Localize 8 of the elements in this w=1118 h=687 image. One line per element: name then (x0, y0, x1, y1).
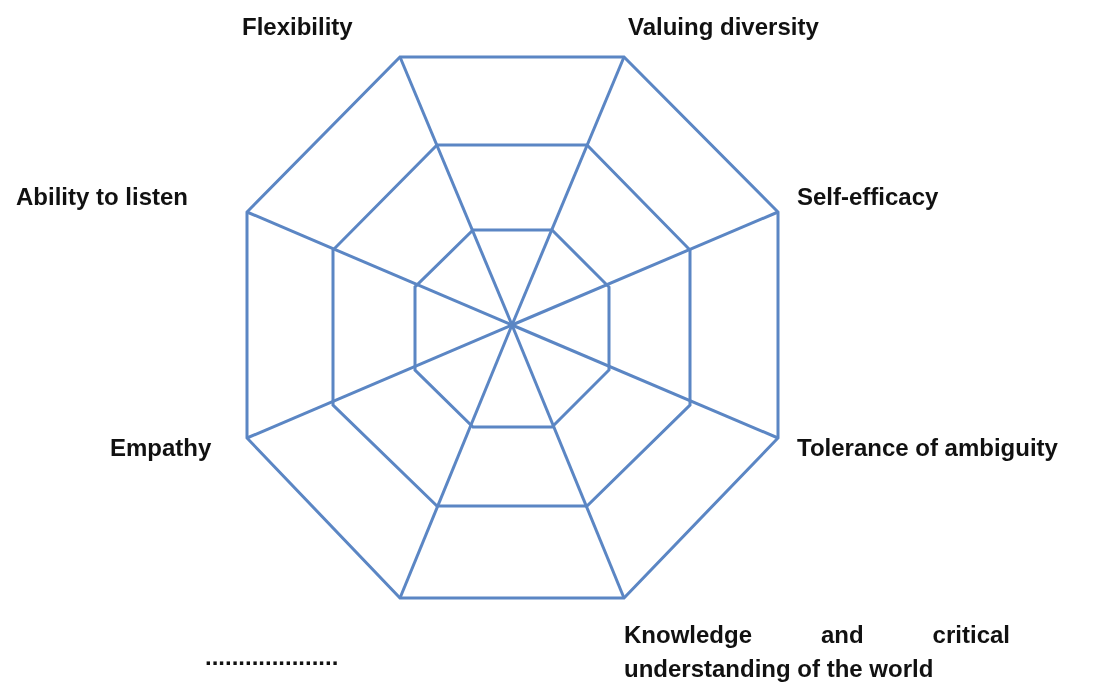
fill-in-dots: .................... (205, 642, 339, 672)
axis-label: Knowledge and critical understanding of the world (624, 620, 1010, 684)
axis-label: Ability to listen (16, 182, 188, 212)
axis-label: Valuing diversity (628, 12, 819, 42)
axis-label: Flexibility (242, 12, 353, 42)
axis-label: Empathy (110, 433, 212, 463)
axis-label: Self-efficacy (797, 182, 939, 212)
axis-label: Tolerance of ambiguity (797, 433, 1058, 463)
